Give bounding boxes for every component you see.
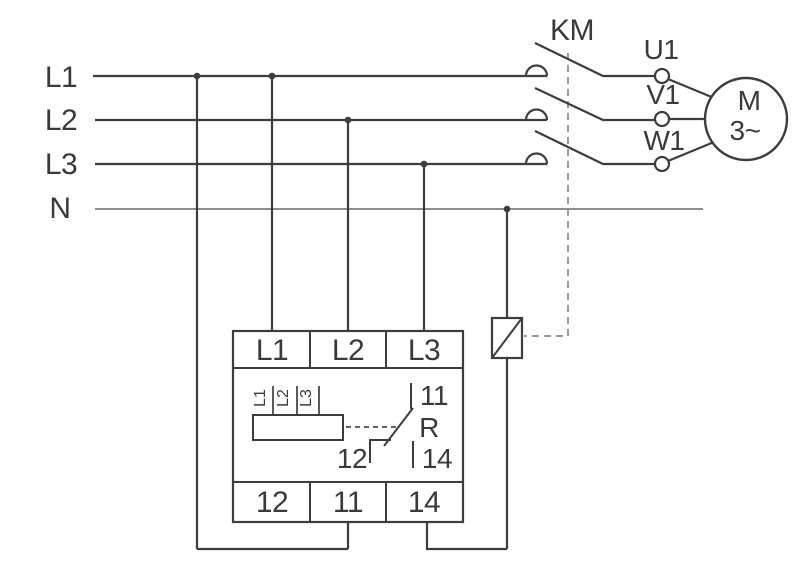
relay-internal-schematic [252,383,414,468]
internal-input-label-l2: L2 [275,389,292,407]
contactor-km-poles [524,42,655,166]
km-pole1-moving-arm [534,42,655,78]
motor-terminal-label-u1: U1 [643,34,679,65]
junction-dots [193,72,511,213]
junction-dot [420,160,428,168]
bus-label-n: N [49,192,71,225]
internal-contact-label-11: 11 [419,380,449,411]
contact-12-lead [369,439,391,463]
km-pole2-moving-arm [534,87,655,122]
junction-dot [193,72,201,80]
internal-contact-label-14: 14 [421,443,453,474]
internal-relay-label-r: R [419,412,439,443]
relay-terminal-l2: L2 [331,334,365,367]
km-pole1-fixed-contact-arc [524,64,549,77]
km-pole3-fixed-contact-arc [524,152,549,165]
junction-dot [268,72,276,80]
wire-u1-to-motor [667,77,715,100]
terminal-circle-u1 [653,67,671,85]
motor-terminal-label-v1: V1 [646,79,680,110]
bottom-wiring [197,522,507,551]
measuring-unit-box [252,414,344,441]
wire-terminal14-to-coil [425,522,507,551]
relay-terminal-l1: L1 [255,334,289,367]
terminal-circle-v1 [653,110,671,128]
km-pole2-fixed-contact-arc [524,108,549,121]
terminal-circle-w1 [653,155,671,173]
relay-terminal-14: 14 [407,486,441,519]
power-bus [93,74,703,210]
wire-w1-to-motor [667,140,715,163]
internal-contact-label-12: 12 [336,443,368,474]
relay-terminal-12: 12 [255,486,289,519]
motor-terminal-label-w1: W1 [643,125,686,156]
motor-branch [653,67,789,173]
bus-label-l1: L1 [44,61,78,94]
km-coil-diagonal [491,317,523,359]
bus-label-l3: L3 [44,148,78,181]
relay-terminal-l3: L3 [407,334,441,367]
motor-label: M [737,85,761,116]
contactor-label-km: KM [550,14,595,47]
motor-phase-label: 3~ [729,115,761,146]
motor-circle [703,76,789,162]
junction-dot [344,116,352,124]
km-pole3-moving-arm [534,130,655,166]
km-linkage-dashed-line [524,53,569,337]
internal-input-label-l3: L3 [298,389,315,407]
coil-branch [490,209,524,549]
relay-terminal-11: 11 [332,486,364,519]
bus-label-l2: L2 [44,104,78,137]
tap-wires [195,76,426,549]
internal-input-label-l1: L1 [252,389,269,407]
